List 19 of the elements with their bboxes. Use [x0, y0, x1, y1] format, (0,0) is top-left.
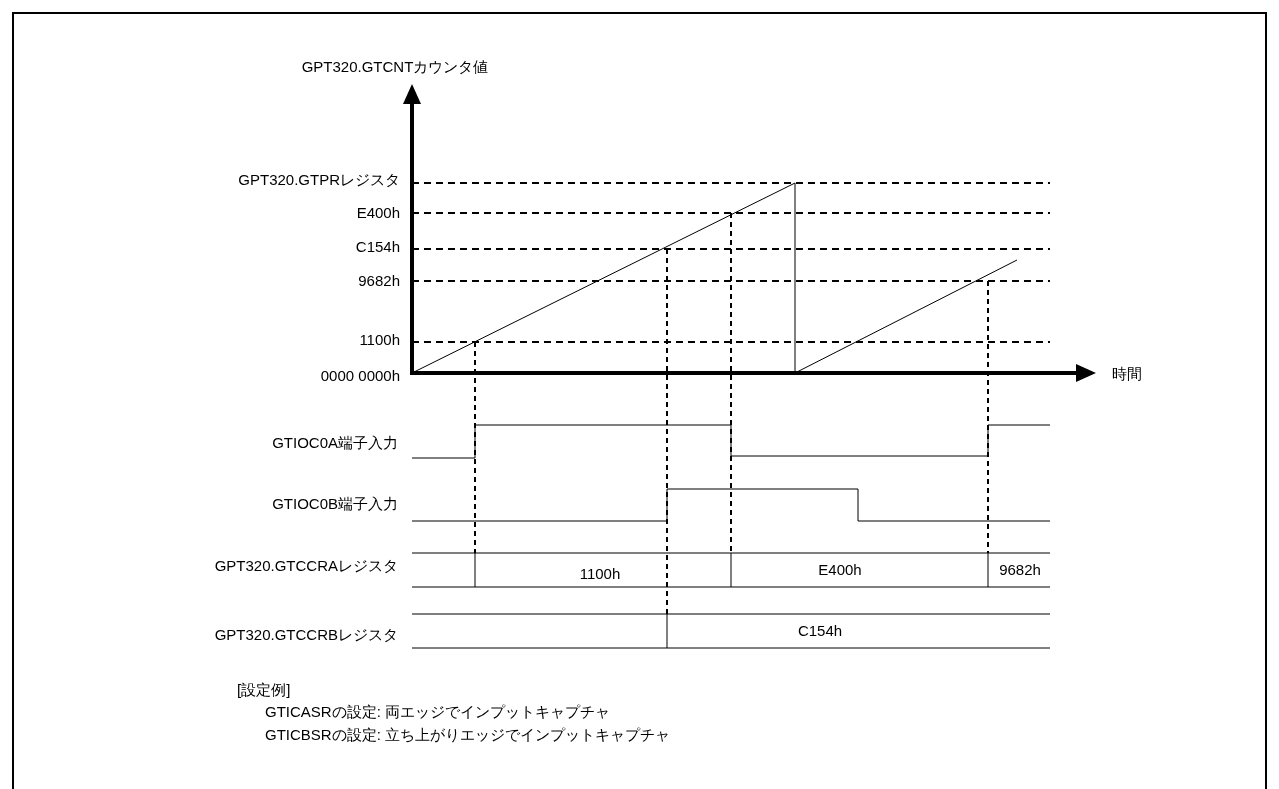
tick-label: 9682h [358, 272, 400, 290]
tick-label: C154h [355, 238, 400, 256]
tick-label: E400h [356, 204, 400, 222]
tick-label: GPT320.GTPRレジスタ [238, 171, 400, 189]
signal-label: GTIOC0A端子入力 [272, 434, 398, 452]
register-value: C154h [797, 622, 843, 640]
tick-label: 0000 0000h [320, 367, 400, 385]
axis-label: GPT320.GTCNTカウンタ値 [301, 58, 489, 76]
register-value: 1100h [579, 565, 621, 583]
note-heading: [設定例] [237, 681, 291, 699]
tick-label: 1100h [359, 331, 400, 349]
register-value: E400h [818, 561, 862, 579]
register-value: 9682h [999, 561, 1041, 579]
axis-label: 時間 [1112, 365, 1142, 383]
signal-label: GPT320.GTCCRAレジスタ [214, 557, 398, 575]
note-text: GTICBSRの設定: 立ち上がりエッジでインプットキャプチャ [265, 726, 670, 744]
note-text: GTICASRの設定: 両エッジでインプットキャプチャ [265, 703, 610, 721]
signal-label: GPT320.GTCCRBレジスタ [214, 626, 398, 644]
signal-label: GTIOC0B端子入力 [272, 495, 398, 513]
